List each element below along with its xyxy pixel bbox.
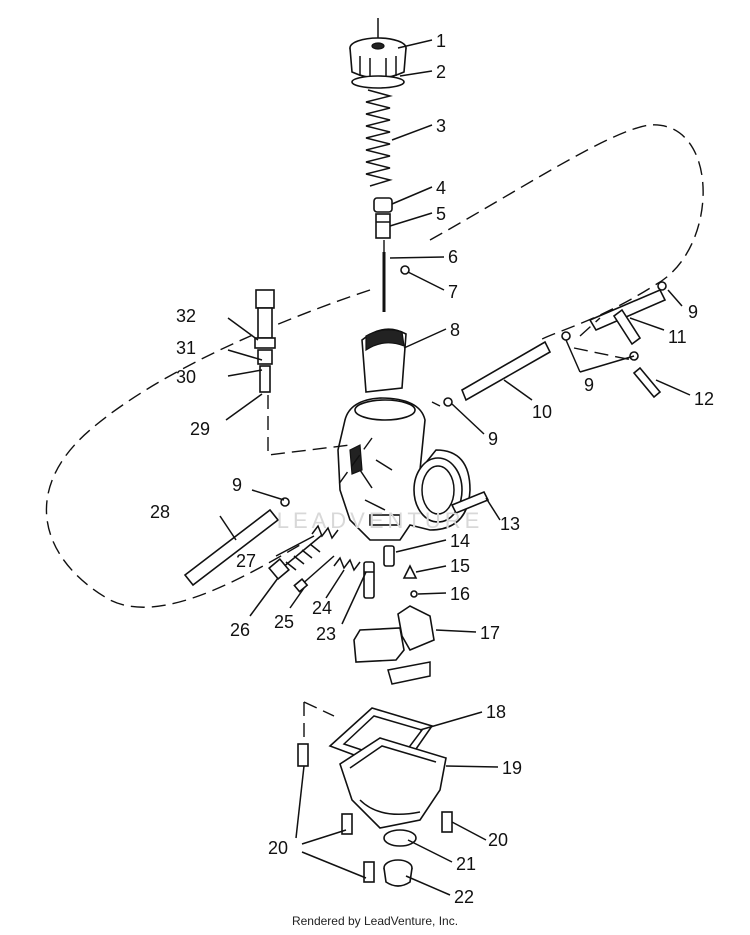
part-float-bowl-19 — [339, 737, 447, 829]
part-float-17 — [353, 605, 435, 685]
callout-9b: 9 — [584, 375, 594, 395]
part-oring-9b — [561, 331, 571, 341]
callout-17: 17 — [480, 623, 500, 643]
callout-31: 31 — [176, 338, 196, 358]
part-needle-valve-15 — [402, 564, 418, 579]
callout-32: 32 — [176, 306, 196, 326]
callout-11: 11 — [668, 327, 687, 347]
callout-labels: 1 2 3 4 5 6 7 8 9 11 9 12 10 9 9 28 13 1… — [150, 31, 714, 907]
callout-3: 3 — [436, 116, 446, 136]
part-oring-21 — [383, 829, 417, 847]
callout-20a: 20 — [268, 838, 288, 858]
part-oring-9a — [443, 397, 453, 407]
callout-22: 22 — [454, 887, 474, 907]
callout-9d: 9 — [232, 475, 242, 495]
part-throttle-slide — [361, 328, 407, 393]
callout-1: 1 — [436, 31, 446, 51]
callout-21: 21 — [456, 854, 476, 874]
part-cable-adjuster — [254, 289, 276, 393]
callout-7: 7 — [448, 282, 458, 302]
callout-28: 28 — [150, 502, 170, 522]
cable-routing-dashed-loop — [45, 124, 704, 608]
part-jet-23 — [363, 561, 375, 599]
footer-credit: Rendered by LeadVenture, Inc. — [291, 914, 459, 928]
part-top-cap — [349, 37, 407, 80]
part-clip-16 — [410, 590, 418, 598]
callout-20b: 20 — [488, 830, 508, 850]
callout-5: 5 — [436, 204, 446, 224]
leader-lines — [219, 39, 691, 896]
part-main-jet-14 — [383, 545, 395, 567]
part-vent-hose-10 — [461, 340, 552, 402]
part-spring — [365, 89, 393, 187]
callout-13: 13 — [500, 514, 520, 534]
part-idle-screw-26 — [268, 534, 323, 580]
callout-23: 23 — [316, 624, 336, 644]
callout-25: 25 — [274, 612, 294, 632]
part-tube-12 — [632, 366, 662, 399]
callout-9a: 9 — [688, 302, 698, 322]
callout-24: 24 — [312, 598, 332, 618]
callout-9c: 9 — [488, 429, 498, 449]
part-jet-needle — [382, 252, 410, 312]
callout-27: 27 — [236, 551, 256, 571]
part-hose-28 — [183, 508, 280, 587]
callout-30: 30 — [176, 367, 196, 387]
part-screws-20 — [297, 743, 453, 883]
part-needle-retainer — [373, 197, 393, 239]
callout-19: 19 — [502, 758, 522, 778]
part-cap-ring — [351, 75, 405, 89]
callout-8: 8 — [450, 320, 460, 340]
part-spring-24 — [333, 556, 361, 572]
callout-16: 16 — [450, 584, 470, 604]
watermark: LEADVENTURE — [277, 508, 484, 533]
part-carburetor-body — [337, 397, 471, 541]
callout-4: 4 — [436, 178, 446, 198]
part-t-fitting-11 — [588, 288, 667, 346]
part-oring-9d — [657, 281, 667, 291]
callout-12: 12 — [694, 389, 714, 409]
callout-26: 26 — [230, 620, 250, 640]
callout-29: 29 — [190, 419, 210, 439]
callout-18: 18 — [486, 702, 506, 722]
part-spring-27 — [311, 524, 339, 540]
callout-2: 2 — [436, 62, 446, 82]
callout-10: 10 — [532, 402, 552, 422]
callout-15: 15 — [450, 556, 470, 576]
part-drain-plug-22 — [383, 859, 413, 887]
callout-6: 6 — [448, 247, 458, 267]
callout-14: 14 — [450, 531, 470, 551]
